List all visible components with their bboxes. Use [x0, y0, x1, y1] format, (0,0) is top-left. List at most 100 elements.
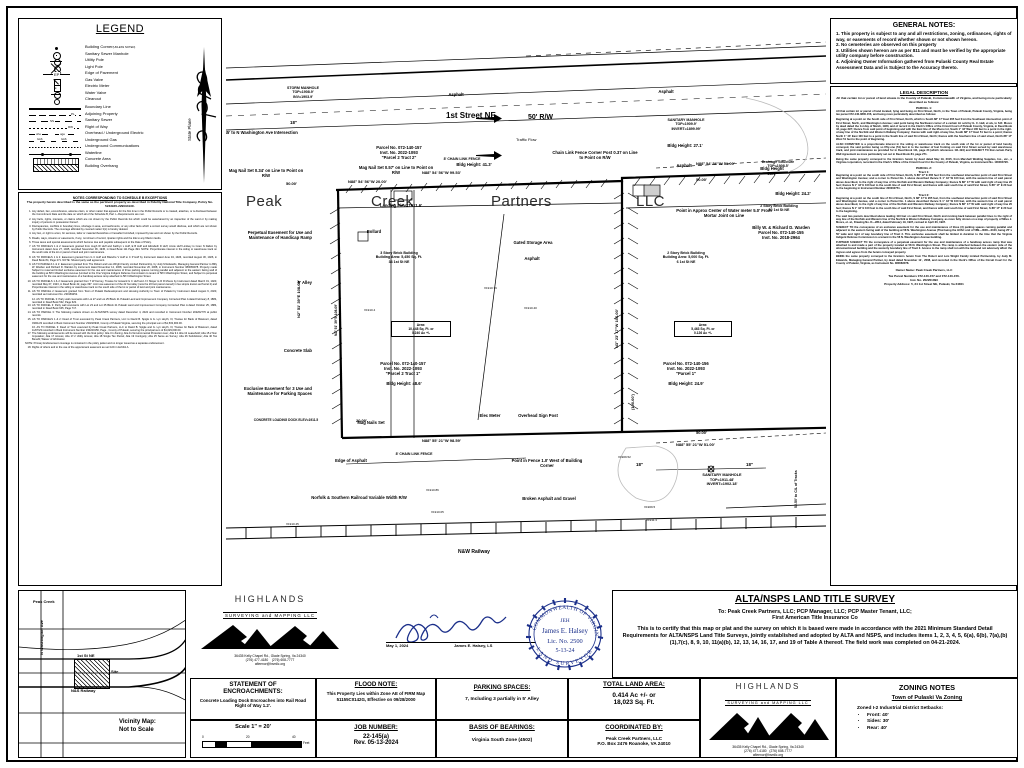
- schedule-b-notes-list-3: The following endorsements will be issue…: [23, 332, 217, 341]
- bearing-center-vertical: N3° 23' 17"W 106.00': [614, 309, 619, 348]
- schedule-note-item: AS TO PARCEL 2: Easement granted from To…: [32, 290, 217, 296]
- annotation-point-in-fence: Point in Fence 1.0' West of Building Cor…: [511, 458, 583, 468]
- dim-to-centerline-tracks: 52.50' to C/L of Tracks: [794, 470, 798, 508]
- schedule-note-item: AS TO PARCEL 3: Party wall covenants wit…: [32, 304, 217, 310]
- tract2-heading: Tract 2:: [918, 192, 930, 197]
- firm-name: HIGHLANDS: [735, 682, 801, 691]
- manhole-name: SANITARY MANHOLE: [667, 118, 705, 122]
- annotation-chain-link-fence-top: 8' CHAIN LINK FENCE: [443, 157, 481, 161]
- zoning-setback-front: Front: 40': [867, 713, 1009, 719]
- schedule-note-item: AS TO PARCELS 1 & 2: Deed of Trust execu…: [32, 318, 217, 324]
- total-land-area-acres: 0.414 Ac +/- or: [612, 692, 656, 699]
- schedule-note-item: AS TO PARCELS 1 & 2: Easement granted fr…: [32, 245, 217, 254]
- legend-label-right-of-way: Right of Way: [85, 123, 108, 129]
- spot-elevation: X1910.79: [484, 286, 497, 290]
- vicinity-title-line2: Not to Scale: [119, 726, 154, 733]
- legend-label-overhead-underground-electric: Overhead / Underground Electric: [85, 130, 144, 135]
- dim-50-bottom: 50.00': [696, 430, 707, 435]
- parcel-2-tract-1-bldg-height: Bldg Height: 48.6': [386, 381, 422, 386]
- legal-description-panel: LEGAL DESCRIPTION All that certain lot o…: [830, 86, 1018, 586]
- building-stories: 3 Story Brick Building: [380, 251, 418, 255]
- firm-logo-left: HIGHLANDS SURVEYING and MAPPING LLC 3643…: [190, 594, 350, 666]
- legend-label-utility-pole: Utility Pole: [85, 57, 104, 62]
- building-corner-symbol: [29, 45, 81, 52]
- schedule-b-notes-list: Any defect, lien, encumbrance, adverse c…: [23, 210, 217, 296]
- manhole-invert: INVERT=1899.99': [671, 126, 701, 131]
- firm-phone-1: (276) 477-4180: [245, 658, 269, 662]
- legend-panel: LEGEND EP: [18, 18, 222, 190]
- coordinated-by-address: P.O. Box 2476 Roanoke, VA 24010: [597, 741, 671, 746]
- spot-elevation: X1910.4: [364, 308, 376, 312]
- parcel-number: Parcel No. 072-140-157: [376, 145, 422, 150]
- certification-panel: ALTA/NSPS LAND TITLE SURVEY To: Peak Cre…: [612, 590, 1018, 678]
- parcel-tract-name: "Parcel 2 Tract 2": [381, 155, 417, 160]
- overlay-word-llc: LLC: [636, 193, 666, 210]
- zoning-notes-title: ZONING NOTES: [898, 683, 956, 692]
- schedule-note-item: 12. AS TO PARCEL 3: Party wall covenants…: [32, 297, 217, 304]
- manhole-name: SANITARY MANHOLE: [702, 473, 742, 477]
- legend-title: LEGEND: [95, 23, 145, 35]
- building-area: Building Area: 5,000 Sq. Ft.: [662, 255, 710, 260]
- structure-name: Drainage Structure: [761, 160, 795, 164]
- signature-block: May 1, 2024 James E. Halsey, LS: [380, 612, 540, 662]
- basis-of-bearings-box: BASIS OF BEARINGS: Virginia South Zone (…: [436, 720, 568, 758]
- parking-spaces-title: PARKING SPACES:: [473, 684, 531, 691]
- sanitary-sewer-line-symbol: SS: [29, 118, 81, 125]
- legend-label-boundary-line: Boundary Line: [85, 104, 111, 109]
- schedule-note-item: AS TO PARCELS 1 & 2: Easement granted fr…: [32, 256, 217, 262]
- manhole-invert: INV=1903.9': [293, 94, 313, 99]
- parcel1-being-clause: Being the same property conveyed to the …: [836, 157, 1012, 164]
- adjoiner-parcel-number: Parcel No. 072-140-155: [758, 230, 804, 235]
- schedule-note-item: Those taxes and special assessments whic…: [32, 241, 217, 244]
- schedule-note-item: AS TO PARCELS 1 & 2: Easement granted fr…: [32, 280, 217, 289]
- encroachments-title-1: STATEMENT OF: [229, 681, 277, 688]
- survey-title: ALTA/NSPS LAND TITLE SURVEY: [734, 594, 895, 605]
- edge-of-pavement-symbol: EP: [29, 71, 81, 78]
- north-arrow-icon: State Plane: [187, 45, 217, 185]
- adjoiner-owner: Billy W. & Richard D. Warden: [752, 225, 810, 230]
- spot-elevation: X1910.45: [286, 522, 299, 526]
- firm-phones: (276) 477-4180 (276) 608-7777: [190, 658, 350, 662]
- annotation-concrete-slab: Concrete Slab: [283, 348, 312, 353]
- flood-note-title: FLOOD NOTE:: [354, 681, 398, 688]
- schedule-note-item: Rights of others and to the use of the a…: [32, 346, 217, 349]
- legal-closing-4: BEING the same property conveyed to the …: [836, 255, 1012, 265]
- parcel-number: Parcel No. 072-140-156: [663, 361, 709, 366]
- parking-spaces-body: 7, Including 3 partially in 5' Alley: [465, 697, 539, 702]
- firm-address: 36435 Kelly Chapel Rd., Glade Spring, Va…: [732, 745, 804, 749]
- schedule-b-notes-list-2: AS TO PARCEL 3: Party wall covenants wit…: [23, 304, 217, 325]
- parcel-1-building-info: 2 Story Brick Building Building Area: 5,…: [631, 251, 741, 264]
- street-name-label: 1st Street NE: [446, 111, 496, 120]
- annotation-norfolk-southern-row: Norfolk & Southern Railroad Variable Wid…: [311, 495, 407, 500]
- job-number-revision: Rev. 05-13-2024: [353, 740, 399, 746]
- vicinity-label-railway: N&S Railway: [71, 688, 96, 693]
- survey-drawing-area: 1st Street NE 50' R/W Traffic Flow Peak …: [226, 18, 826, 586]
- instrument-number: Inst. No. 2022-1093: [384, 366, 422, 371]
- spot-elevation: X1910.05: [431, 510, 444, 514]
- general-notes-title: GENERAL NOTES:: [892, 22, 956, 29]
- bearing-bottom-2: N88° 55' 21"W 51.00': [676, 442, 715, 447]
- storm-manhole-label: STORM MANHOLE TOP=1908.9' INV=1903.9': [282, 86, 324, 99]
- vicinity-map-title: Vicinity Map: Not to Scale: [119, 719, 156, 734]
- street-row-label: 50' R/W: [528, 114, 554, 121]
- dim-50-left: 50.00': [286, 181, 297, 186]
- general-note-item: 3. Utilities shown hereon are as per 811…: [836, 47, 1006, 59]
- water-valve-symbol: [29, 91, 81, 99]
- encroachments-title-2: ENCROACHMENTS:: [223, 688, 283, 696]
- manhole-top: TOP=1911.48': [709, 477, 735, 482]
- annotation-5ft-alley: 5' Alley: [297, 280, 312, 285]
- legal-description-intro: All that certain lot or parcel of land s…: [836, 96, 1012, 104]
- building-address: 52 1st St NE: [768, 208, 790, 213]
- basis-of-bearings-body: Virginia South Zone (4502): [471, 738, 533, 743]
- encroachments-body: Concrete Loading Dock Encroaches into Ra…: [199, 697, 307, 709]
- annotation-broken-asphalt: Broken Asphalt and Gravel: [522, 496, 576, 501]
- seal-name: James E. Halsey: [542, 627, 589, 635]
- structure-top: TOP=1908.5': [767, 164, 789, 169]
- legend-label-building-corner: Building Corner(UNLESS NOTED): [85, 44, 136, 49]
- total-land-area-sqft: 18,023 Sq. Ft.: [613, 699, 655, 706]
- north-arrow-label: State Plane: [187, 118, 192, 141]
- schedule-b-notes-title: NOTES CORRESPONDING TO SCHEDULE B EXCEPT…: [72, 196, 168, 200]
- dim-parenthetical-left: (100.00'): [630, 394, 635, 410]
